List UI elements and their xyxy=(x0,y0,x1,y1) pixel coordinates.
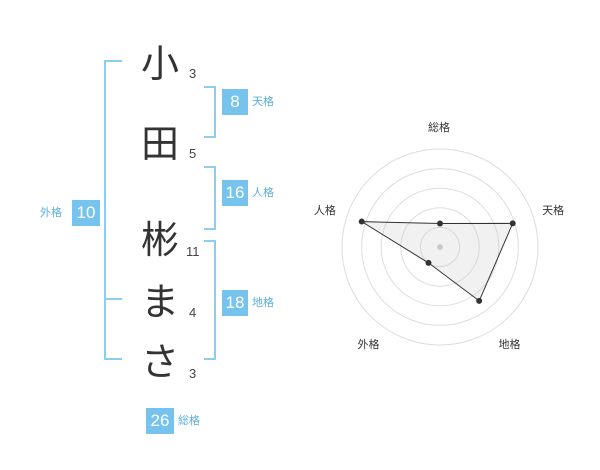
stroke-count: 3 xyxy=(189,366,197,381)
radar-axis-label: 地格 xyxy=(498,338,521,352)
radar-chart: 総格天格地格 外格 人格 xyxy=(290,110,590,380)
radar-chart-svg xyxy=(341,148,539,346)
jinkaku-value: 16 xyxy=(222,180,248,206)
stroke-count: 3 xyxy=(189,66,197,81)
radar-point xyxy=(425,259,432,266)
stroke-count: 5 xyxy=(189,146,197,161)
chikaku-value: 18 xyxy=(222,290,248,316)
radar-axis-label: 総格 xyxy=(428,121,450,134)
tenkaku-label: 天格 xyxy=(252,95,274,108)
name-char: 彬 xyxy=(140,218,179,262)
radar-point xyxy=(476,297,483,304)
radar-grid-ring xyxy=(400,207,480,287)
radar-point xyxy=(437,220,443,227)
radar-axis-label: 外格 xyxy=(357,338,380,352)
name-char: さ xyxy=(140,340,179,384)
radar-axis-label: 天格 xyxy=(542,203,565,217)
gaikaku-value: 10 xyxy=(72,200,100,226)
gaikaku-label: 外格 xyxy=(40,206,62,219)
radar-center-dot xyxy=(437,244,443,250)
radar-point xyxy=(509,220,516,227)
stroke-count: 4 xyxy=(189,305,197,320)
name-char: 小 xyxy=(140,42,179,86)
chikaku-label: 地格 xyxy=(252,296,274,309)
radar-point xyxy=(358,218,365,225)
name-char: ま xyxy=(140,280,179,324)
radar-grid-ring xyxy=(380,187,500,307)
stroke-count: 11 xyxy=(186,244,200,259)
name-char: 田 xyxy=(140,122,179,166)
tenkaku-value: 8 xyxy=(222,89,248,115)
soukaku-label: 総格 xyxy=(178,414,200,427)
radar-series-area xyxy=(359,221,514,302)
jinkaku-label: 人格 xyxy=(252,186,274,199)
soukaku-value: 26 xyxy=(146,408,174,434)
radar-grid-ring xyxy=(341,148,539,346)
radar-grid-ring xyxy=(419,226,461,268)
radar-axis-label: 人格 xyxy=(313,203,336,217)
radar-grid-ring xyxy=(361,168,519,326)
